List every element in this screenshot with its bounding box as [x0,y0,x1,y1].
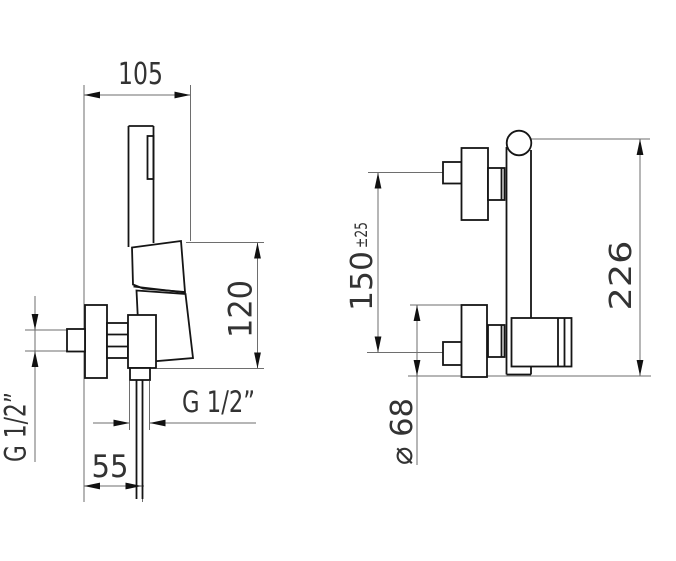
front-view-outline [442,129,573,378]
thread-left-label: G 1/2” [0,392,32,462]
dim-105-label: 105 [118,57,163,92]
front-handle [510,317,573,368]
dim-150-label: 150 [345,251,380,311]
top-knob [505,129,533,157]
lower-supply-valve [442,304,506,378]
thread-hose-label: G 1/2” [182,385,255,419]
dim-55-label: 55 [92,449,129,485]
spray-head [131,239,186,293]
dim-120-label: 120 [222,280,260,338]
side-view: 105 120 55 G 1/2” G 1/2” [0,57,264,502]
wand-slot [146,135,155,180]
head-lever-split [133,285,186,294]
upper-supply-valve [442,147,506,221]
shower-hose [135,380,144,499]
wall-flange [84,304,108,379]
supply-fitting [66,328,86,353]
mixer-body [127,314,157,369]
side-view-outline [66,125,195,499]
front-view-dimension-lines [367,138,651,465]
dim-diameter-label: ⌀ 68 [385,398,420,465]
hose-nut [129,367,151,381]
hand-shower-wand [127,125,155,247]
front-view: 226 150 ±25 ⌀ 68 [345,129,651,465]
dim-226-label: 226 [604,241,639,311]
dim-150-tolerance-label: ±25 [352,222,372,248]
connection-nut [106,322,129,359]
